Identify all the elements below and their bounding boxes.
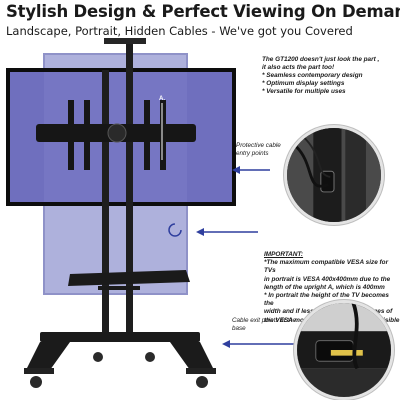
intro-line: it also acts the part too! <box>262 64 335 71</box>
upright-a-label: A. <box>159 96 165 102</box>
intro-line: * Versatile for multiple uses <box>262 88 346 95</box>
callout-cable-exit: Cable exit points at the base <box>232 317 297 332</box>
equipment-shelf <box>68 270 190 286</box>
callout-arrow-entry <box>232 166 240 174</box>
base-foot-right <box>186 368 216 374</box>
vesa-arm-1 <box>68 100 74 170</box>
cable-exit-closeup <box>294 300 394 400</box>
intro-line: * Optimum display settings <box>262 80 345 87</box>
intro-line: The GT1200 doesn't just look the part , <box>262 56 380 63</box>
subheadline: Landscape, Portrait, Hidden Cables - We'… <box>6 24 353 38</box>
vesa-center-plate <box>107 123 127 143</box>
cable-entry-closeup <box>284 125 384 225</box>
upright-right <box>126 40 133 332</box>
important-line: *The maximum compatible VESA size for TV… <box>264 259 389 275</box>
base-foot-left <box>24 368 54 374</box>
vesa-arm-2 <box>84 100 90 170</box>
important-line: length of the upright A, which is 400mm <box>264 283 385 291</box>
intro-text: The GT1200 doesn't just look the part , … <box>262 56 398 96</box>
headline: Stylish Design & Perfect Viewing On Dema… <box>6 2 400 21</box>
base-leg-left <box>26 342 70 370</box>
caster-wheel-4 <box>196 376 208 388</box>
upright-left <box>102 70 109 332</box>
caster-wheel-3 <box>145 352 155 362</box>
vesa-arm-3 <box>144 100 150 170</box>
callout-arrow-important <box>196 228 204 236</box>
important-line: * In portrait the height of the TV becom… <box>264 292 389 308</box>
base-bar <box>40 332 200 342</box>
camera-shelf <box>104 38 146 44</box>
important-heading: IMPORTANT: <box>264 251 304 258</box>
important-line: in portrait is VESA 400x400mm due to the <box>264 275 391 283</box>
shelf-bracket <box>98 286 140 290</box>
callout-arrow-exit <box>222 340 230 348</box>
callout-cable-entry: Protective cable entry points <box>236 142 281 157</box>
caster-wheel-1 <box>30 376 42 388</box>
intro-line: * Seamless contemporary design <box>262 72 363 79</box>
rotate-arrow-icon <box>168 223 182 237</box>
vesa-arm-4 <box>160 100 166 170</box>
caster-wheel-2 <box>93 352 103 362</box>
base-leg-right <box>170 342 214 370</box>
